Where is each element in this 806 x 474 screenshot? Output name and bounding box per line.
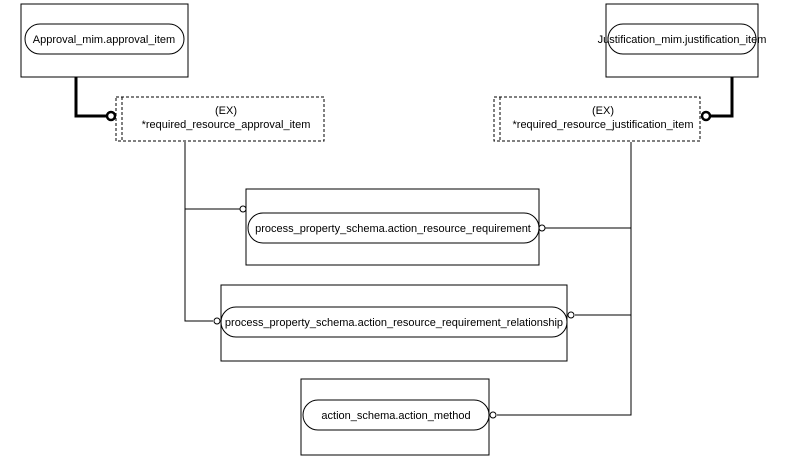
entity-action-method-label: action_schema.action_method [321, 410, 470, 422]
entity-action-resource-requirement-relationship[interactable]: process_property_schema.action_resource_… [220, 284, 568, 362]
ex-select-approval[interactable]: (EX) *required_resource_approval_item [115, 96, 325, 142]
ex-select-justification-frame [493, 96, 701, 142]
requirement-left-end-circle [239, 205, 247, 213]
relationship-markers [105, 110, 712, 419]
entity-action-resource-requirement-relationship-label: process_property_schema.action_resource_… [225, 317, 563, 329]
entity-justification-item-pill [607, 23, 757, 55]
relationship-right-end-circle [567, 311, 575, 319]
justification-item-link [710, 77, 734, 118]
entity-justification-item-label: Justification_mim.justification_item [598, 34, 767, 46]
ex-select-approval-frame [115, 96, 325, 142]
justification-item-end-circle [700, 110, 712, 122]
requirement-right-end-circle [538, 224, 546, 232]
ex-select-approval-label: *required_resource_approval_item [142, 119, 311, 131]
entity-approval-item[interactable]: Approval_mim.approval_item [20, 3, 189, 78]
entity-action-resource-requirement[interactable]: process_property_schema.action_resource_… [245, 188, 540, 266]
approval-select-to-requirement-link [184, 142, 240, 210]
entity-action-resource-requirement-relationship-pill [220, 306, 568, 338]
approval-item-link [74, 77, 107, 118]
ex-select-justification-tag: (EX) [592, 105, 614, 117]
entity-approval-item-label: Approval_mim.approval_item [33, 34, 175, 46]
ex-select-justification-label: *required_resource_justification_item [513, 119, 694, 131]
entity-action-method[interactable]: action_schema.action_method [300, 378, 490, 456]
connectors [74, 77, 734, 416]
entity-action-method-pill [302, 399, 490, 431]
ex-select-justification[interactable]: (EX) *required_resource_justification_it… [493, 96, 701, 142]
entity-approval-item-pill [24, 23, 185, 55]
entity-action-resource-requirement-label: process_property_schema.action_resource_… [255, 223, 531, 235]
approval-select-to-relationship-link [184, 209, 213, 322]
approval-item-end-circle [105, 110, 117, 122]
relationship-left-end-circle [213, 317, 221, 325]
entity-justification-item[interactable]: Justification_mim.justification_item [598, 3, 767, 78]
justification-select-trunk [497, 142, 632, 416]
action-method-end-circle [489, 411, 497, 419]
ex-select-approval-tag: (EX) [215, 105, 237, 117]
